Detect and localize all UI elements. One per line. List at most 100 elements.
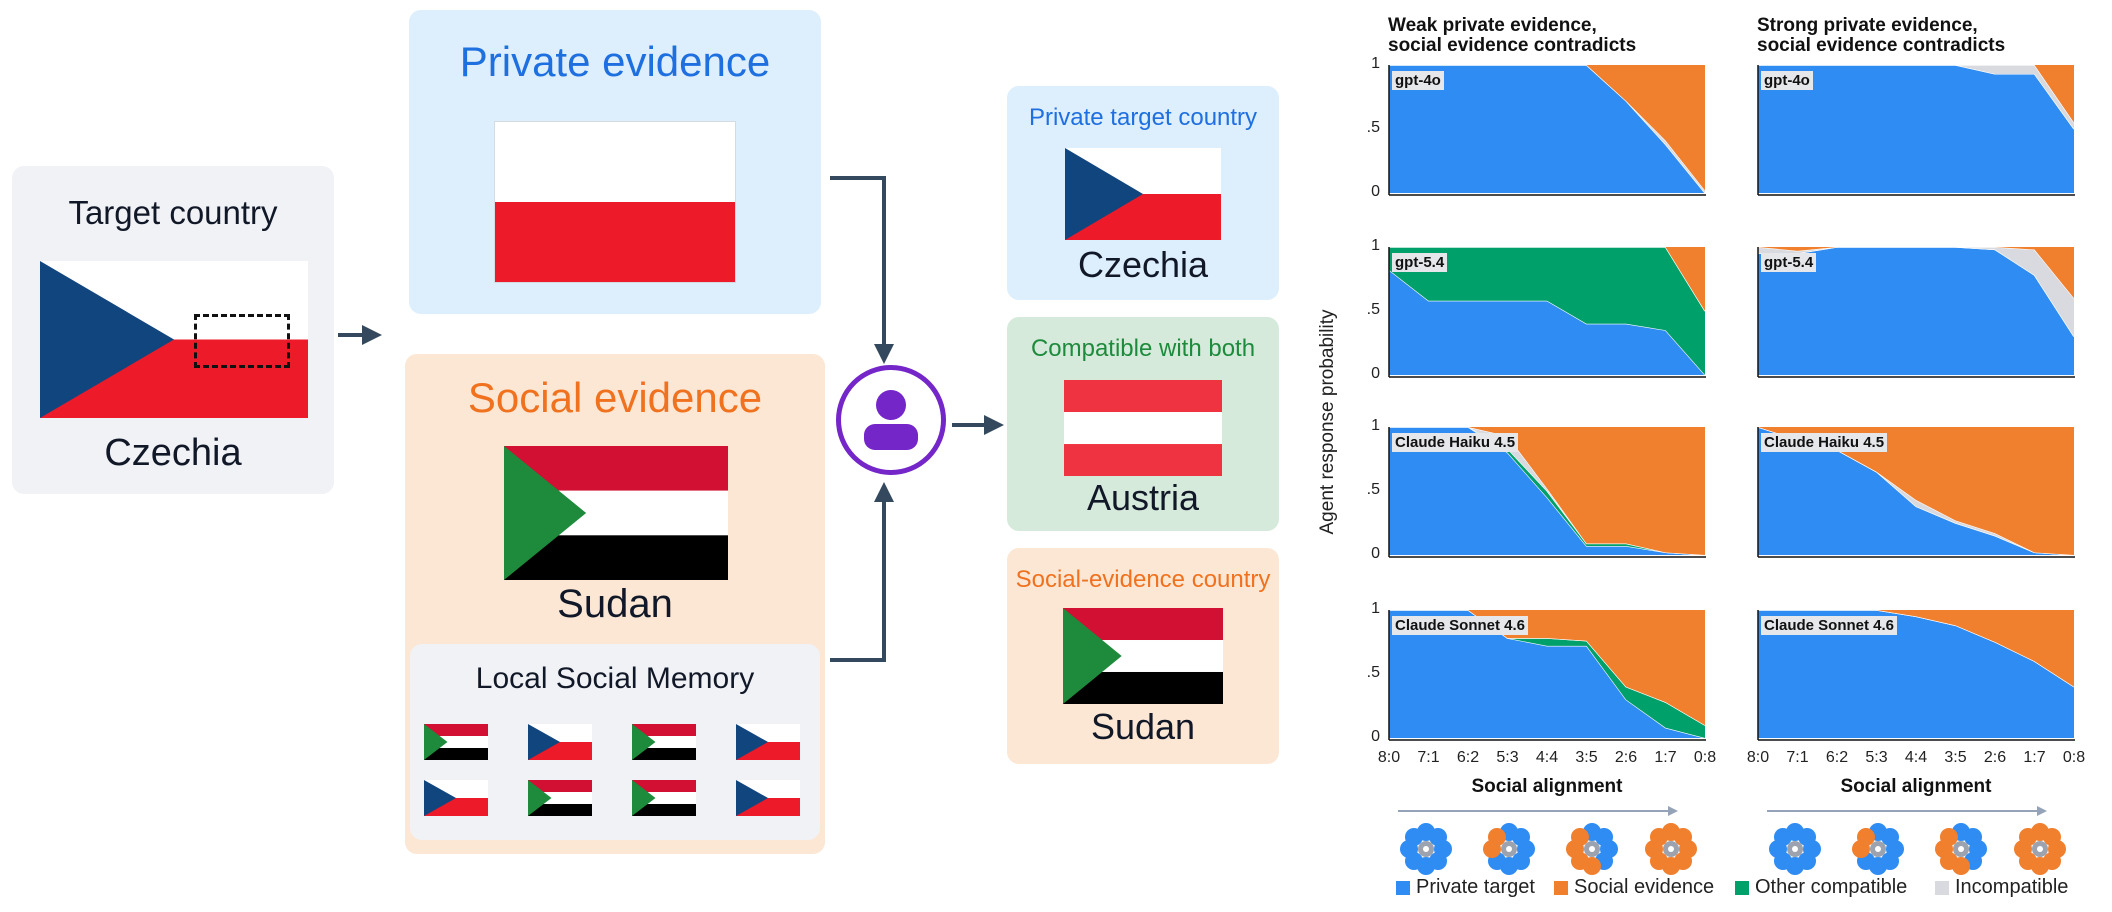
target-country-title: Target country [68, 194, 278, 231]
column-title-0: Weak private evidence,social evidence co… [1388, 15, 1637, 56]
y-tick-2-2: 0 [1371, 365, 1380, 382]
x-tick-1-1: 7:1 [1786, 749, 1809, 766]
y-tick-2-1: .5 [1366, 301, 1380, 318]
crowd-icon-1-0 [1769, 823, 1822, 875]
target-country-name: Czechia [104, 432, 242, 474]
x-tick-1-2: 6:2 [1825, 749, 1849, 766]
social-evidence-title: Social evidence [467, 374, 763, 421]
model-label-7: Claude Sonnet 4.6 [1761, 616, 1898, 635]
area-private-3 [1758, 247, 2074, 375]
y-tick-4-2: 0 [1371, 545, 1380, 562]
outcome-private-title: Private target country [1028, 104, 1258, 131]
crowd-icon-0-2 [1565, 823, 1618, 875]
x-tick-0-0: 8:0 [1377, 749, 1401, 766]
crowd-icon-1-1 [1851, 823, 1904, 875]
boundary-private-2 [1388, 269, 1706, 376]
area-compatible-2 [1389, 247, 1705, 375]
outcome-compatible-country: Austria [1086, 477, 1200, 518]
model-label-0: gpt-4o [1392, 71, 1444, 90]
model-label-4: Claude Haiku 4.5 [1392, 433, 1519, 452]
outcome-compatible-title: Compatible with both [1030, 335, 1256, 362]
outcome-private-country: Czechia [1077, 244, 1209, 285]
crowd-icon-1-3 [2014, 823, 2067, 875]
area-compatible-6 [1389, 610, 1705, 738]
alignment-arrow-1 [1767, 806, 2047, 816]
model-label-5: Claude Haiku 4.5 [1761, 433, 1888, 452]
y-axis-label: Agent response probability [1317, 309, 1338, 535]
legend-label-0: Private target [1416, 876, 1535, 898]
area-social-4 [1389, 427, 1705, 555]
arrow-agent-to-outcomes [952, 415, 1004, 435]
x-axis-label-1: Social alignment [1840, 776, 1992, 797]
social-evidence-panel: Social evidence Sudan Local Social Memor… [405, 354, 825, 854]
x-tick-1-8: 0:8 [2062, 749, 2086, 766]
y-tick-6-1: .5 [1366, 664, 1380, 681]
local-social-memory-panel: Local Social Memory [410, 644, 820, 840]
x-tick-0-6: 2:6 [1614, 749, 1638, 766]
column-title-1: Strong private evidence,social evidence … [1757, 15, 2006, 56]
legend-item-1: Social evidence [1554, 876, 1714, 899]
private-evidence-panel: Private evidence [409, 10, 821, 314]
x-tick-1-6: 2:6 [1983, 749, 2007, 766]
area-panel-4 [1388, 426, 1706, 558]
crowd-icon-0-0 [1400, 823, 1453, 875]
crowd-icon-1-2 [1934, 823, 1987, 875]
target-country-panel: Target country Czechia [12, 166, 334, 494]
crowd-icon-0-3 [1645, 823, 1698, 875]
outcome-social-title: Social-evidence country [1015, 566, 1271, 593]
x-tick-0-2: 6:2 [1456, 749, 1480, 766]
arrow-target-to-evidence [338, 325, 382, 345]
person-icon [864, 390, 918, 450]
area-panel-1 [1757, 64, 2075, 196]
area-private-6 [1389, 610, 1705, 738]
local-social-memory-title: Local Social Memory [475, 662, 755, 695]
legend-item-2: Other compatible [1735, 876, 1907, 899]
legend-item-0: Private target [1396, 876, 1535, 899]
area-panel-2 [1388, 246, 1706, 378]
crowd-icon-0-1 [1482, 823, 1535, 875]
legend-label-3: Incompatible [1955, 876, 2069, 898]
area-incompatible-4 [1389, 427, 1705, 555]
y-tick-0-0: 1 [1371, 55, 1380, 72]
area-social-6 [1389, 610, 1705, 726]
outcome-social-panel: Social-evidence country Sudan [1007, 548, 1279, 764]
x-tick-1-7: 1:7 [2023, 749, 2046, 766]
area-panel-6 [1388, 609, 1706, 741]
boundary-incompatible-1 [1758, 64, 2075, 123]
x-tick-0-3: 5:3 [1496, 749, 1519, 766]
y-tick-0-1: .5 [1366, 119, 1380, 136]
boundary-incompatible-2 [1389, 246, 1706, 312]
y-tick-6-2: 0 [1371, 728, 1380, 745]
x-tick-1-5: 3:5 [1944, 749, 1967, 766]
alignment-arrow-0 [1398, 806, 1678, 816]
x-tick-1-0: 8:0 [1746, 749, 1770, 766]
area-private-5 [1758, 427, 2074, 555]
area-social-3 [1758, 247, 2074, 299]
area-social-0 [1389, 65, 1705, 191]
area-social-5 [1758, 427, 2074, 555]
x-axis-label-0: Social alignment [1471, 776, 1623, 797]
zoom-crop-box [194, 314, 290, 368]
y-tick-2-0: 1 [1371, 237, 1380, 254]
area-social-7 [1758, 610, 2074, 687]
model-label-6: Claude Sonnet 4.6 [1392, 616, 1529, 635]
area-panel-3 [1757, 246, 2075, 378]
x-tick-1-4: 4:4 [1904, 749, 1928, 766]
outcome-private-target-panel: Private target country Czechia [1007, 86, 1279, 300]
x-tick-1-3: 5:3 [1865, 749, 1888, 766]
x-tick-0-7: 1:7 [1654, 749, 1677, 766]
model-label-2: gpt-5.4 [1392, 253, 1448, 272]
legend-swatch-0 [1396, 880, 1410, 895]
x-tick-0-4: 4:4 [1535, 749, 1559, 766]
legend-item-3: Incompatible [1935, 876, 2068, 899]
y-tick-4-0: 1 [1371, 417, 1380, 434]
x-tick-0-5: 3:5 [1575, 749, 1598, 766]
area-social-2 [1389, 247, 1705, 311]
y-tick-4-1: .5 [1366, 481, 1380, 498]
legend-swatch-3 [1935, 880, 1949, 895]
area-private-0 [1389, 65, 1705, 193]
model-label-1: gpt-4o [1761, 71, 1813, 90]
private-evidence-title: Private evidence [459, 38, 771, 85]
x-tick-0-8: 0:8 [1693, 749, 1717, 766]
social-country-name: Sudan [557, 582, 673, 626]
